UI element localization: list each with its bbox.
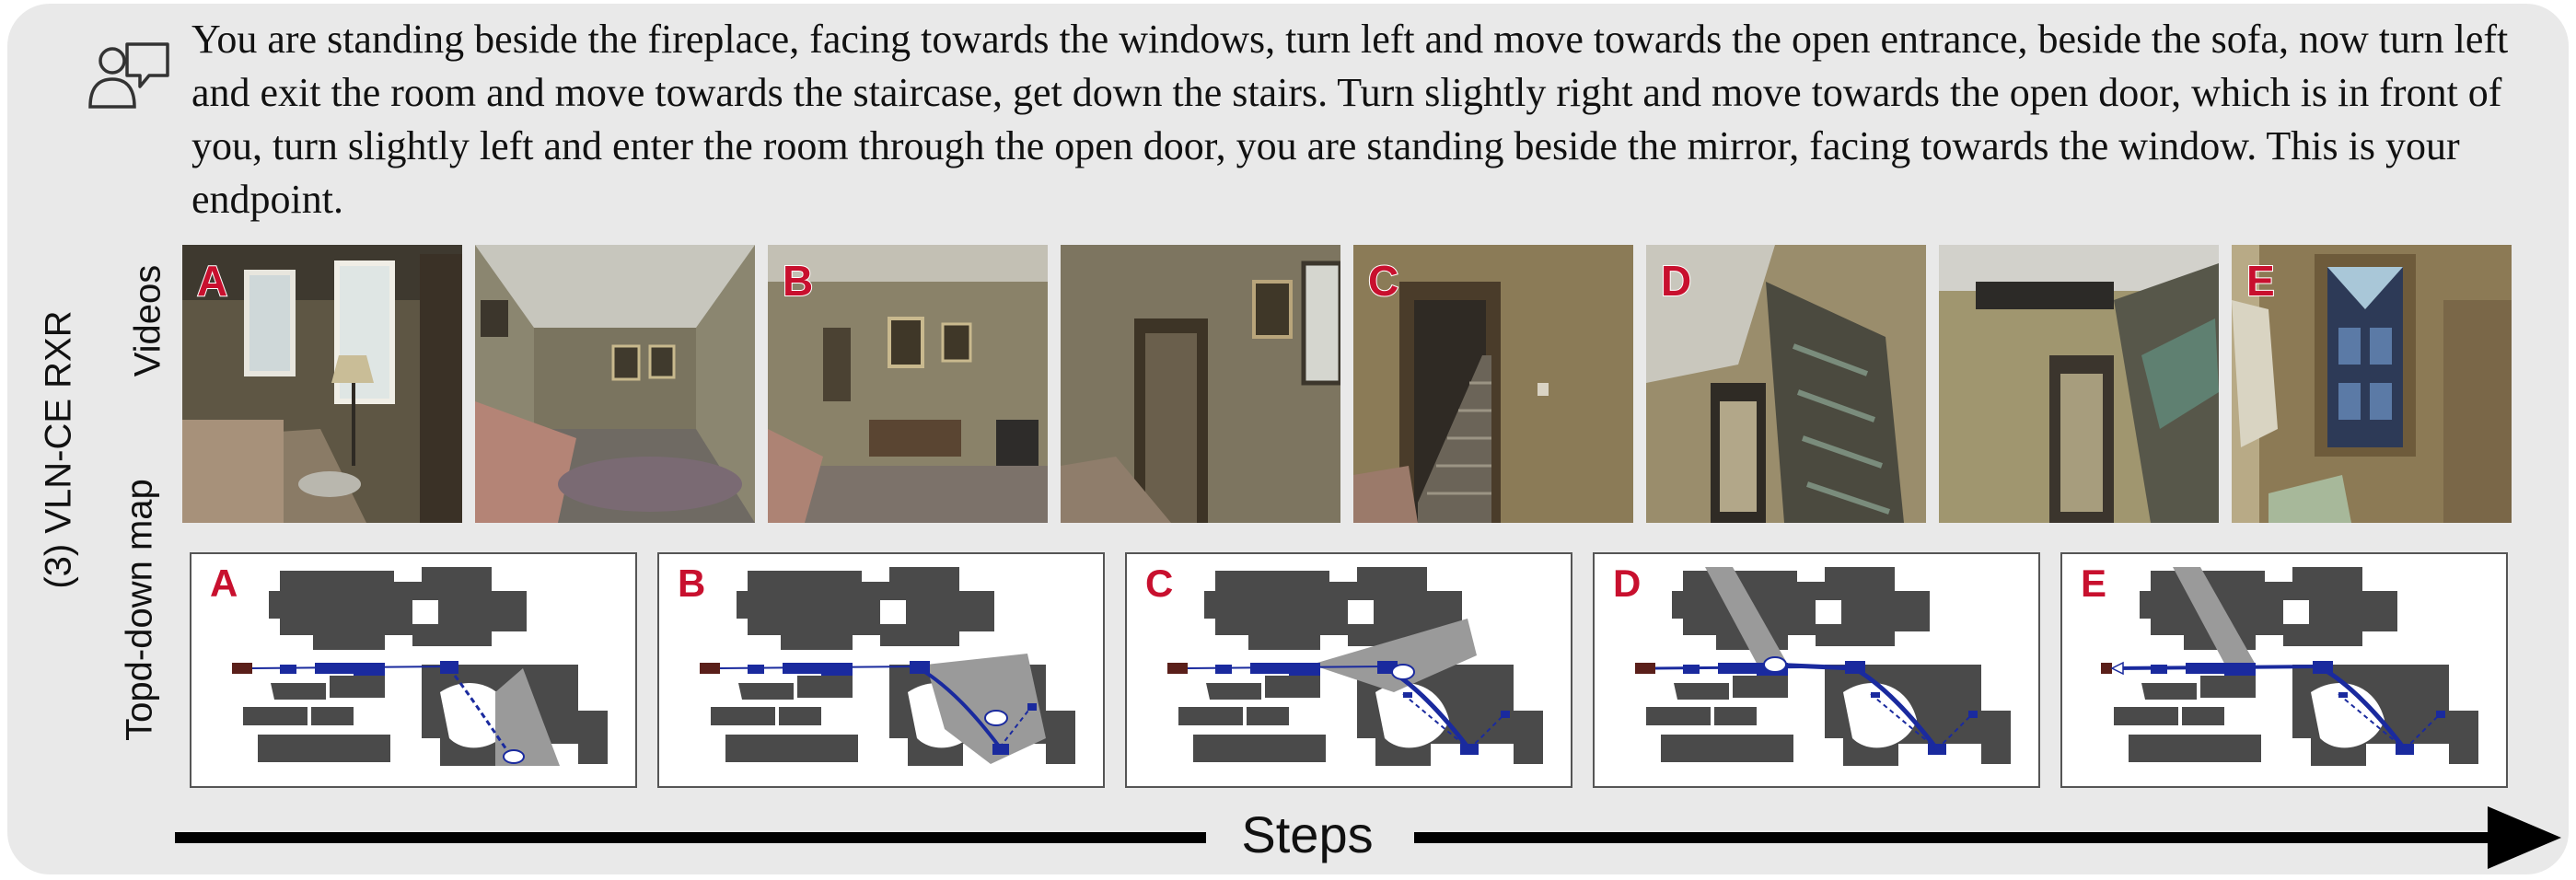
steps-label: Steps [1241,805,1374,863]
topdown-map: A [190,552,637,788]
frame-letter: B [782,256,814,306]
video-frame: C [1353,245,1633,523]
topdown-map: D [1593,552,2040,788]
video-frame: A [182,245,462,523]
topdown-map: E [2060,552,2508,788]
video-frame [1061,245,1340,523]
video-frame [1939,245,2219,523]
video-frame: D [1646,245,1926,523]
map-label: Topd-down map [119,479,160,741]
dataset-label: (3) VLN-CE RXR [38,310,79,589]
map-letter: C [1144,561,1174,606]
steps-arrow-line [1414,832,2493,843]
map-letter: D [1612,561,1642,606]
video-frame: E [2232,245,2512,523]
map-letter: B [677,561,706,606]
video-frame [475,245,755,523]
frame-letter: E [2245,256,2276,306]
videos-label: Videos [127,264,168,377]
user-speech-icon [88,42,169,109]
video-frame: B [768,245,1048,523]
frame-letter: D [1660,256,1692,306]
map-letter: A [209,561,238,606]
frame-letter: C [1367,256,1399,306]
topdown-map: C [1125,552,1572,788]
steps-arrow-line [175,832,1206,843]
map-letter: E [2080,561,2107,606]
steps-arrow-head [2488,806,2561,869]
topdown-map: B [657,552,1105,788]
frame-letter: A [196,256,228,306]
instruction-text: You are standing beside the fireplace, f… [191,17,2509,222]
